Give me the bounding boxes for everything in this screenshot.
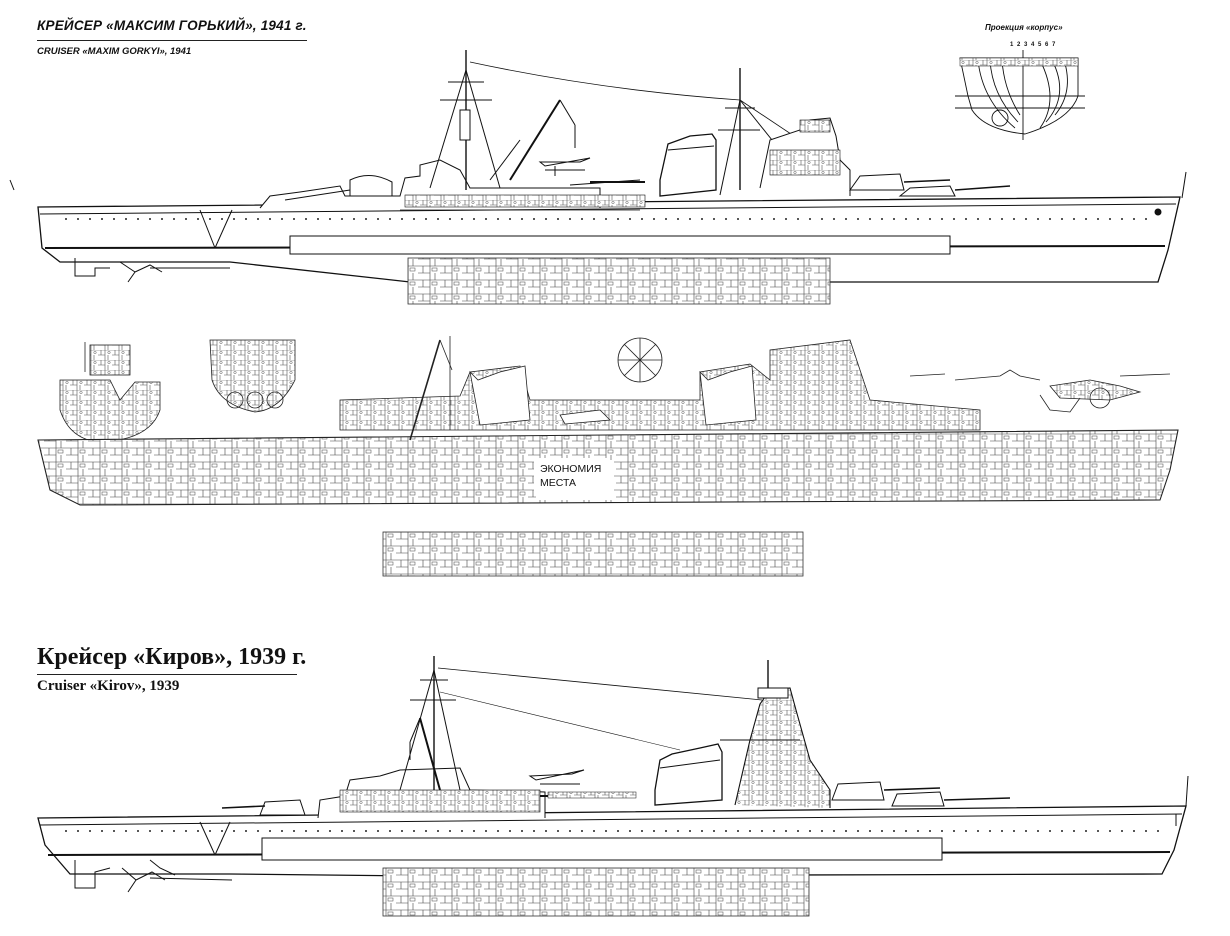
middle-detail-strip [382, 531, 804, 577]
top-title-rule [37, 40, 307, 41]
kirov-profile [37, 656, 1189, 893]
bottom-title-rule [37, 674, 297, 675]
top-ship-subtitle: CRUISER «MAXIM GORKYI», 1941 [37, 46, 192, 57]
economy-of-space-note: ЭКОНОМИЯ МЕСТА [536, 460, 614, 500]
bottom-ship-subtitle: Cruiser «Kirov», 1939 [37, 678, 180, 694]
hull-body-plan [955, 50, 1085, 140]
top-detail-strip [407, 257, 831, 305]
projection-label: Проекция «корпус» [985, 23, 1063, 32]
bottom-detail-strip [382, 867, 810, 917]
projection-frame-numbers: 1 2 3 4 5 6 7 [1010, 42, 1057, 48]
bottom-ship-title: Крейсер «Киров», 1939 г. [37, 644, 307, 670]
maxim-gorkyi-profile [9, 50, 1187, 283]
top-ship-title: КРЕЙСЕР «МАКСИМ ГОРЬКИЙ», 1941 г. [37, 18, 307, 33]
